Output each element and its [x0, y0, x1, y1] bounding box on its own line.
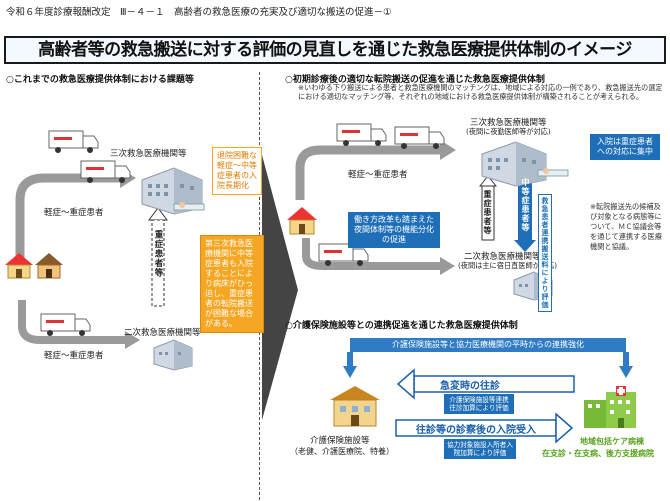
secondary-hospital-sublabel: (夜間は主に宿日直医師が対応): [458, 261, 558, 270]
secondary-hospital-building-icon: [153, 339, 193, 371]
transfer-fee-vertical-label: 救急患者連携搬送料により評価: [538, 194, 552, 312]
ambulance-icon: [318, 243, 369, 266]
tertiary-hospital-label: 三次救急医療機関等: [110, 149, 187, 159]
info-box-night-function: 働き方改革も踏まえた夜間体制等の機能分化の促進: [348, 212, 440, 248]
care-facility-icon: [330, 386, 380, 427]
community-hospital-label: 地域包括ケア病棟: [580, 437, 644, 446]
ambulance-icon: [40, 313, 91, 336]
issue-box-bed-shortage: 第三次救急医療機関に中等症患者も入院することにより病床がひっ迫し、重症患者の転院…: [200, 235, 264, 333]
medium-patient-vertical-label: 中等症患者等: [521, 178, 530, 232]
collaboration-band: 介護保険施設等と協力医療機関の平時からの連携強化: [350, 338, 626, 352]
tertiary-hospital-label-right: 三次救急医療機関等: [470, 118, 547, 128]
admission-fee-box: 協力対象施設入所者入院加算により評価: [444, 439, 516, 459]
right-top-note: ※いわゆる下り搬送による患者と救急医療機関のマッチングは、地域による対応の一例で…: [298, 83, 663, 101]
ambulance-icon: [336, 123, 387, 146]
secondary-hospital-label-right: 二次救急医療機関等: [464, 252, 541, 262]
page-title: 高齢者等の救急搬送に対する評価の見直しを通じた救急医療提供体制のイメージ: [38, 40, 632, 60]
mild-severe-patient-label: 軽症～重症患者: [44, 208, 104, 218]
house-icon: [287, 207, 317, 235]
community-hospital-icon: [584, 386, 636, 428]
info-box-inpatient-focus: 入院は重症患者への対応に集中: [590, 134, 660, 160]
ambulance-icon: [394, 126, 445, 149]
transfer-side-note: ※転院搬送先の候補及び対象となる病態等について、ＭＣ協議会等を通じて連携する医療…: [590, 202, 662, 251]
mild-severe-patient-label-2: 軽症～重症患者: [44, 351, 104, 361]
left-section-title: ○これまでの救急医療提供体制における課題等: [6, 75, 194, 85]
ambulance-icon: [48, 130, 99, 153]
secondary-hospital-label: 二次救急医療機関等: [124, 328, 201, 338]
hospital-bed-icon: [173, 202, 205, 211]
house-call-fee-box: 介護保険施設等連携往診加算により評価: [444, 394, 514, 414]
hospital-bed-icon: [537, 168, 569, 177]
severe-patient-vertical-label: 重症患者等: [153, 230, 163, 278]
issue-box-long-stay: 退院困難な軽症～中等症患者の入院長期化: [212, 147, 262, 195]
care-facility-label: 介護保険施設等: [310, 436, 370, 446]
severe-patient-vertical-label-right: 重症患者等: [483, 190, 492, 235]
right-top-section-title: ○初期診療後の適切な転院搬送の促進を通じた救急医療提供体制: [285, 75, 545, 85]
ambulance-icon: [80, 160, 131, 183]
mild-severe-patient-label-right: 軽症～重症患者: [348, 170, 408, 180]
right-bottom-section-title: ○介護保険施設等との連携促進を通じた救急医療提供体制: [285, 321, 518, 331]
community-hospital-sublabel: 在支診・在支病、後方支援病院: [542, 449, 654, 458]
header-text: 令和６年度診療報酬改定 Ⅲ－４－１ 高齢者の救急医療の充実及び適切な搬送の促進－…: [6, 7, 392, 18]
emergency-house-call-label: 急変時の往診: [440, 381, 500, 392]
house-icon: [5, 253, 33, 279]
house-icon: [35, 253, 63, 279]
title-box: 高齢者等の救急搬送に対する評価の見直しを通じた救急医療提供体制のイメージ: [4, 36, 666, 64]
admission-after-exam-label: 往診等の診察後の入院受入: [416, 425, 536, 436]
care-facility-sublabel: （老健、介護医療院、特養）: [290, 447, 394, 456]
tertiary-hospital-sublabel: (夜間に夜勤医師等が対応): [466, 127, 551, 136]
